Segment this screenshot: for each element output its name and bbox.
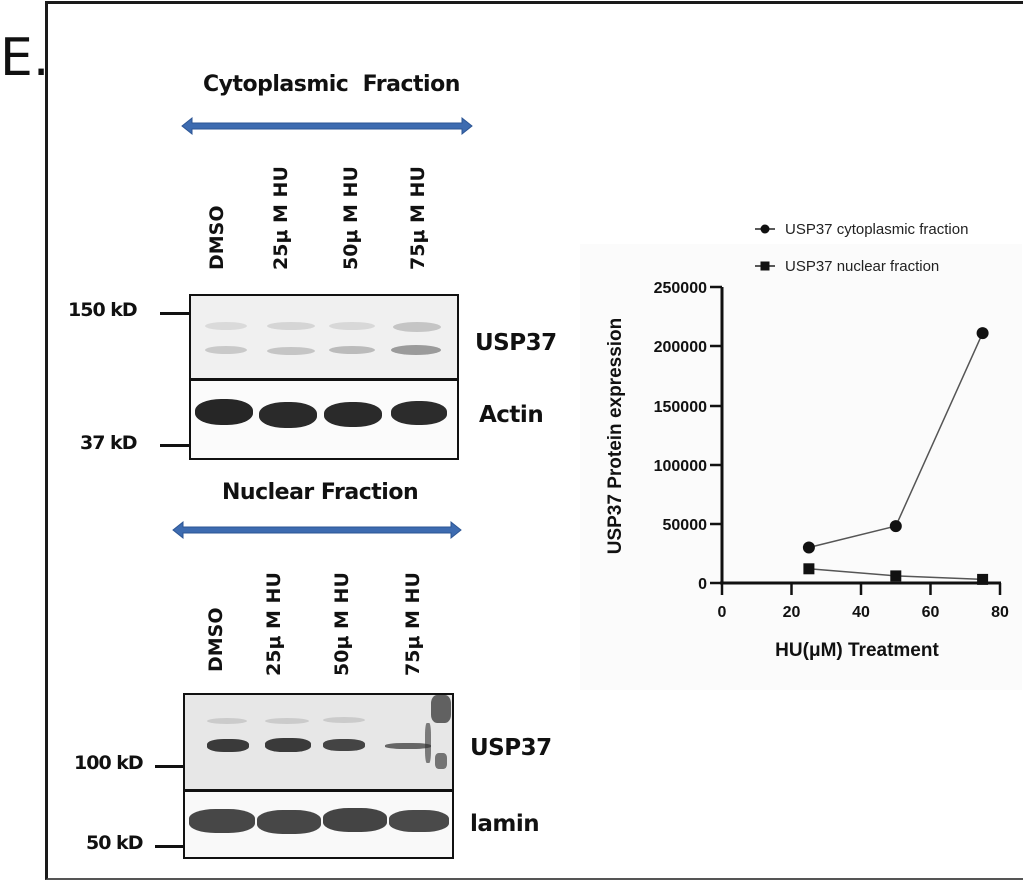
- svg-text:0: 0: [718, 604, 727, 621]
- x-tick-labels: 0 20 40 60 80: [718, 604, 1009, 621]
- actin-strip: [191, 381, 457, 458]
- marker-100kd: 100 kD: [74, 752, 144, 774]
- data-point: [803, 563, 815, 575]
- svg-text:20: 20: [783, 604, 801, 621]
- svg-text:40: 40: [852, 604, 870, 621]
- data-point: [889, 520, 902, 533]
- protein-label-actin: Actin: [479, 402, 544, 428]
- square-marker-icon: [760, 261, 770, 271]
- svg-text:0: 0: [698, 576, 707, 593]
- marker-tick: [160, 312, 190, 315]
- series-cytoplasmic: [802, 327, 989, 554]
- protein-label-usp37-nuclear: USP37: [470, 735, 552, 761]
- svg-text:50000: 50000: [663, 517, 708, 534]
- nuclear-double-arrow-icon: [172, 520, 462, 540]
- panel-label: E.: [0, 28, 50, 88]
- svg-text:100000: 100000: [654, 458, 707, 475]
- data-point: [890, 570, 902, 582]
- protein-label-lamin: lamin: [470, 811, 540, 837]
- chart-legend: USP37 cytoplasmic fraction USP37 nuclear…: [755, 221, 968, 275]
- lamin-strip: [185, 792, 452, 857]
- svg-text:250000: 250000: [654, 280, 707, 297]
- data-point: [802, 541, 815, 554]
- marker-37kd: 37 kD: [80, 432, 137, 454]
- x-axis-title: HU(μM) Treatment: [775, 640, 939, 661]
- circle-marker-icon: [760, 224, 770, 234]
- nuclear-fraction-title: Nuclear Fraction: [222, 480, 419, 505]
- cytoplasmic-western-blot: [189, 294, 459, 460]
- usp37-nuclear-strip: [185, 695, 452, 789]
- chart-axes: [710, 285, 1002, 595]
- svg-text:60: 60: [922, 604, 940, 621]
- protein-label-usp37-cyto: USP37: [475, 330, 557, 356]
- legend-nuclear: USP37 nuclear fraction: [785, 258, 939, 275]
- data-point: [976, 327, 989, 340]
- series-nuclear: [803, 563, 989, 585]
- data-point: [977, 573, 989, 585]
- marker-tick: [155, 765, 185, 768]
- cytoplasmic-fraction-title: Cytoplasmic Fraction: [203, 72, 460, 97]
- legend-cytoplasmic: USP37 cytoplasmic fraction: [785, 221, 968, 238]
- marker-tick: [160, 444, 190, 447]
- chart-panel: [580, 244, 1022, 690]
- y-tick-labels: 250000 200000 150000 100000 50000 0: [654, 280, 707, 593]
- nuclear-western-blot: [183, 693, 454, 859]
- marker-tick: [155, 845, 185, 848]
- usp37-cytoplasmic-strip: [191, 296, 457, 380]
- svg-text:200000: 200000: [654, 339, 707, 356]
- marker-150kd: 150 kD: [68, 299, 138, 321]
- cytoplasmic-double-arrow-icon: [181, 116, 473, 136]
- y-axis-title: USP37 Protein expression: [605, 318, 626, 555]
- svg-text:80: 80: [991, 604, 1009, 621]
- marker-50kd: 50 kD: [86, 832, 143, 854]
- svg-text:150000: 150000: [654, 399, 707, 416]
